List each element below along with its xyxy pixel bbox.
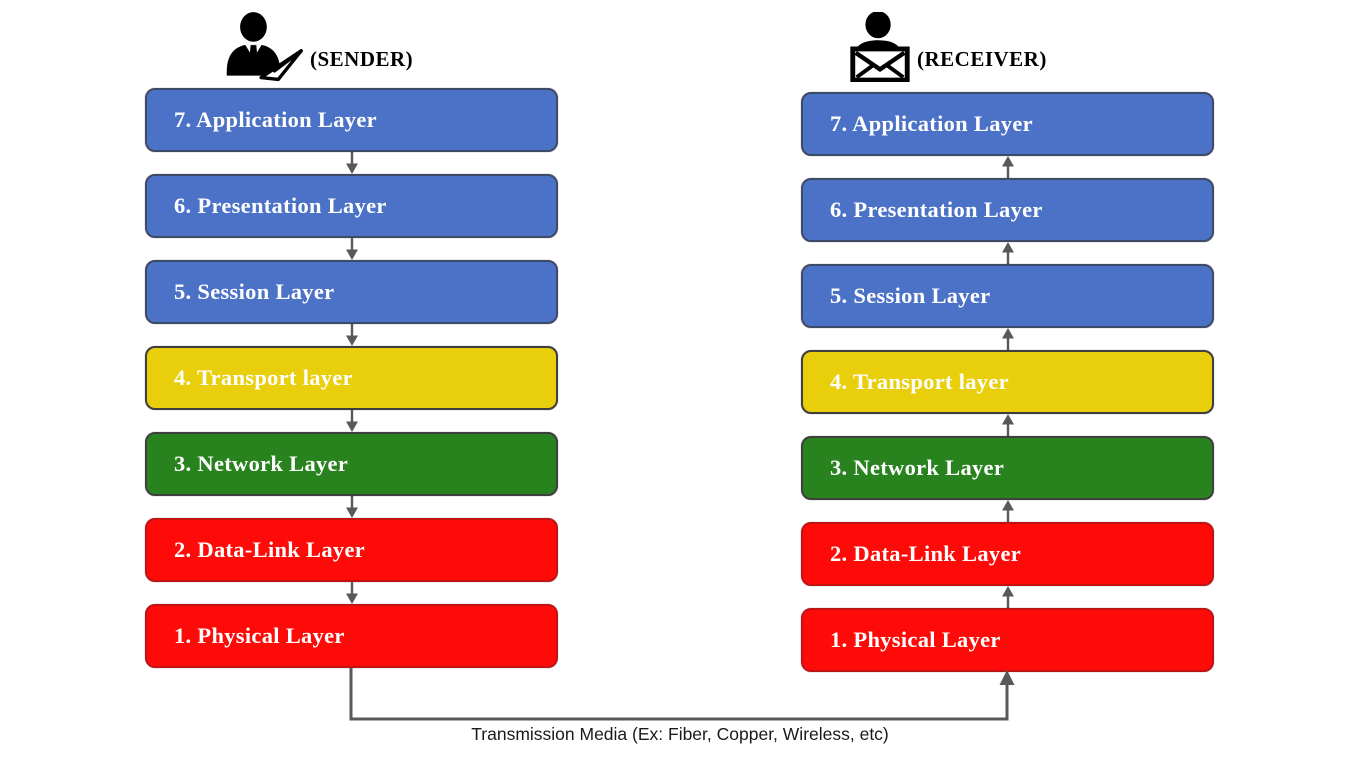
- sender-label: (SENDER): [310, 47, 414, 71]
- person-mail-icon: [850, 12, 910, 82]
- arrow-down-icon: [145, 582, 558, 604]
- layer-label: 4. Transport layer: [830, 369, 1009, 394]
- layer-label: 5. Session Layer: [174, 279, 335, 304]
- arrow-up-icon: [801, 500, 1214, 522]
- transmission-media-connector-line: [349, 668, 1015, 721]
- sender-layer-transport: 4. Transport layer: [145, 346, 558, 410]
- receiver-layer-presentation: 6. Presentation Layer: [801, 178, 1214, 242]
- receiver-layer-session: 5. Session Layer: [801, 264, 1214, 328]
- arrow-up-icon: [801, 414, 1214, 436]
- layer-label: 6. Presentation Layer: [174, 193, 387, 218]
- layer-label: 2. Data-Link Layer: [174, 537, 366, 562]
- sender-layer-network: 3. Network Layer: [145, 432, 558, 496]
- businessman-send-icon: [226, 12, 303, 82]
- layer-label: 2. Data-Link Layer: [830, 541, 1022, 566]
- layer-label: 1. Physical Layer: [174, 623, 345, 648]
- layer-label: 5. Session Layer: [830, 283, 991, 308]
- arrow-up-icon: [801, 586, 1214, 608]
- receiver-layer-datalink: 2. Data-Link Layer: [801, 522, 1214, 586]
- layer-label: 7. Application Layer: [830, 111, 1033, 136]
- arrow-up-icon: [801, 156, 1214, 178]
- sender-layer-datalink: 2. Data-Link Layer: [145, 518, 558, 582]
- transmission-media-label: Transmission Media (Ex: Fiber, Copper, W…: [471, 724, 889, 744]
- arrow-down-icon: [145, 152, 558, 174]
- arrow-up-icon: [801, 328, 1214, 350]
- sender-layer-stack: 7. Application Layer 6. Presentation Lay…: [145, 88, 558, 668]
- arrow-down-icon: [145, 324, 558, 346]
- receiver-layer-stack: 7. Application Layer 6. Presentation Lay…: [801, 92, 1214, 672]
- sender-layer-session: 5. Session Layer: [145, 260, 558, 324]
- layer-label: 7. Application Layer: [174, 107, 377, 132]
- receiver-layer-application: 7. Application Layer: [801, 92, 1214, 156]
- receiver-layer-physical: 1. Physical Layer: [801, 608, 1214, 672]
- sender-layer-application: 7. Application Layer: [145, 88, 558, 152]
- arrow-up-icon: [801, 242, 1214, 264]
- sender-layer-physical: 1. Physical Layer: [145, 604, 558, 668]
- layer-label: 6. Presentation Layer: [830, 197, 1043, 222]
- receiver-layer-network: 3. Network Layer: [801, 436, 1214, 500]
- receiver-header: (RECEIVER): [848, 12, 1047, 82]
- receiver-label: (RECEIVER): [917, 47, 1047, 71]
- layer-label: 3. Network Layer: [174, 451, 349, 476]
- arrow-down-icon: [145, 410, 558, 432]
- sender-layer-presentation: 6. Presentation Layer: [145, 174, 558, 238]
- receiver-layer-transport: 4. Transport layer: [801, 350, 1214, 414]
- layer-label: 1. Physical Layer: [830, 627, 1001, 652]
- arrow-down-icon: [145, 238, 558, 260]
- layer-label: 4. Transport layer: [174, 365, 353, 390]
- layer-label: 3. Network Layer: [830, 455, 1005, 480]
- sender-header: (SENDER): [221, 12, 413, 82]
- arrow-down-icon: [145, 496, 558, 518]
